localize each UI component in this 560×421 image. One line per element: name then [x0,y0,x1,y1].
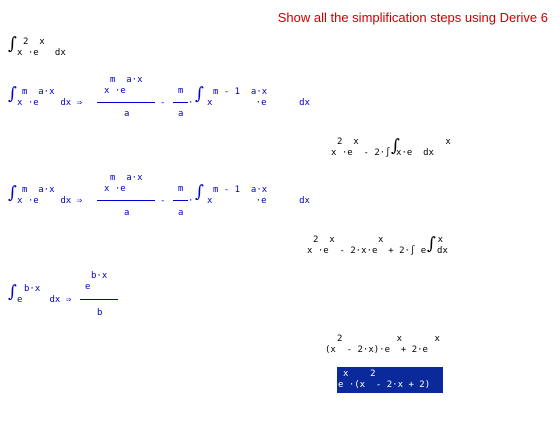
rule1-rhs-base: x ·e dx [207,98,310,108]
result-sup: x 2 [343,369,376,379]
result-base: e ·(x - 2·x + 2) [338,380,431,390]
fraction-bar [97,200,155,201]
rule2-num1-sup: m a·x [110,173,143,183]
expr1-superscript: 2 x [23,37,45,47]
fraction-bar [173,200,188,201]
integral-symbol: ∫ [427,234,436,254]
integral-symbol: ∫ [8,282,17,302]
rule1-den2: a [178,109,184,119]
fraction-bar [80,299,118,300]
fraction-bar [97,102,155,103]
integral-symbol: ∫ [8,183,17,203]
rule2-lhs-base: x ·e dx ⇒ [17,196,83,206]
rule2-den2: a [178,208,184,218]
rule1-den1: a [124,109,130,119]
rule1-lhs-base: x ·e dx ⇒ [17,98,83,108]
rule1-lhs-sup: m a·x [22,87,55,97]
integral-symbol: ∫ [391,136,400,156]
minus-sign: - [160,98,166,108]
rule1-rhs-sup: m - 1 a·x [213,87,268,97]
rule2-rhs-base: x ·e dx [207,196,310,206]
title-banner: Show all the simplification steps using … [277,10,548,25]
step1-sup: 2 x x [337,137,451,147]
selected-result-expression[interactable]: x 2 e ·(x - 2·x + 2) [337,367,443,393]
rule1-num2: m [178,86,184,96]
expr1-base: x ·e dx [17,48,66,58]
step2-base: x ·e - 2·x·e + 2·∫ e dx [307,246,448,256]
step1-base: x ·e - 2·∫ x·e dx [331,148,434,158]
rule1-num1-base: x ·e [104,86,126,96]
rule3-lhs-base: e dx ⇒ [17,295,72,305]
minus-sign: - [160,196,166,206]
dot-operator: · [188,98,194,108]
integral-symbol: ∫ [195,182,204,202]
integral-symbol: ∫ [8,34,17,54]
rule2-den1: a [124,208,130,218]
rule3-num-base: e [85,282,91,292]
fraction-bar [173,102,188,103]
rule2-rhs-sup: m - 1 a·x [213,185,268,195]
rule3-num-sup: b·x [91,271,108,281]
rule3-den: b [97,308,103,318]
step3-base: (x - 2·x)·e + 2·e [325,345,428,355]
step2-sup: 2 x x x [313,235,444,245]
rule1-num1-sup: m a·x [110,75,143,85]
step3-sup: 2 x x [337,334,440,344]
integral-symbol: ∫ [195,84,204,104]
dot-operator: · [188,196,194,206]
rule2-lhs-sup: m a·x [22,185,55,195]
integral-symbol: ∫ [8,84,17,104]
rule2-num1-base: x ·e [104,184,126,194]
rule2-num2: m [178,184,184,194]
rule3-lhs-sup: b·x [24,284,41,294]
